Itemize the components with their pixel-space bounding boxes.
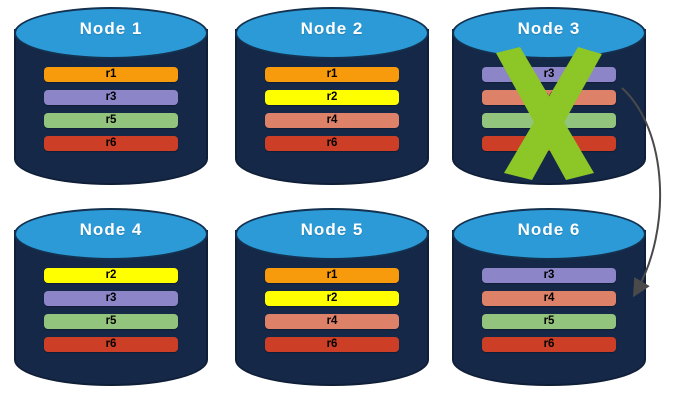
replica-row[interactable]: r1	[44, 67, 178, 82]
cylinder-top-ellipse	[235, 208, 429, 260]
replica-row[interactable]: r6	[44, 337, 178, 352]
replica-row[interactable]: r4	[265, 314, 399, 329]
replica-row[interactable]: r1	[265, 268, 399, 283]
replica-row[interactable]: r3	[482, 67, 616, 82]
replica-row[interactable]: r5	[44, 113, 178, 128]
replica-row[interactable]: r6	[265, 136, 399, 151]
replica-row[interactable]: r4	[265, 113, 399, 128]
replica-row-list: r2 r3 r5 r6	[44, 268, 178, 352]
replica-row-list: r1 r2 r4 r6	[265, 67, 399, 151]
cylinder-top-ellipse	[14, 208, 208, 260]
replica-row[interactable]: r5	[44, 314, 178, 329]
replica-row[interactable]: r2	[265, 90, 399, 105]
replica-row[interactable]: r6	[482, 136, 616, 151]
replica-row[interactable]: r4	[482, 291, 616, 306]
replica-row-list: r1 r2 r4 r6	[265, 268, 399, 352]
replica-row[interactable]: r5	[482, 113, 616, 128]
replica-row[interactable]: r3	[44, 90, 178, 105]
cylinder-top-ellipse	[452, 7, 646, 59]
cylinder-top-ellipse	[14, 7, 208, 59]
replica-row[interactable]: r3	[482, 268, 616, 283]
replica-row-list: r3 r4 r5 r6	[482, 268, 616, 352]
replica-row[interactable]: r4	[482, 90, 616, 105]
replica-row[interactable]: r1	[265, 67, 399, 82]
replica-row[interactable]: r6	[44, 136, 178, 151]
replica-row-list: r1 r3 r5 r6	[44, 67, 178, 151]
replica-row[interactable]: r2	[265, 291, 399, 306]
cylinder-top-ellipse	[452, 208, 646, 260]
replica-row[interactable]: r3	[44, 291, 178, 306]
replica-row-list: r3 r4 r5 r6	[482, 67, 616, 151]
cylinder-top-ellipse	[235, 7, 429, 59]
replica-row[interactable]: r2	[44, 268, 178, 283]
replica-row[interactable]: r5	[482, 314, 616, 329]
replica-row[interactable]: r6	[265, 337, 399, 352]
replica-row[interactable]: r6	[482, 337, 616, 352]
